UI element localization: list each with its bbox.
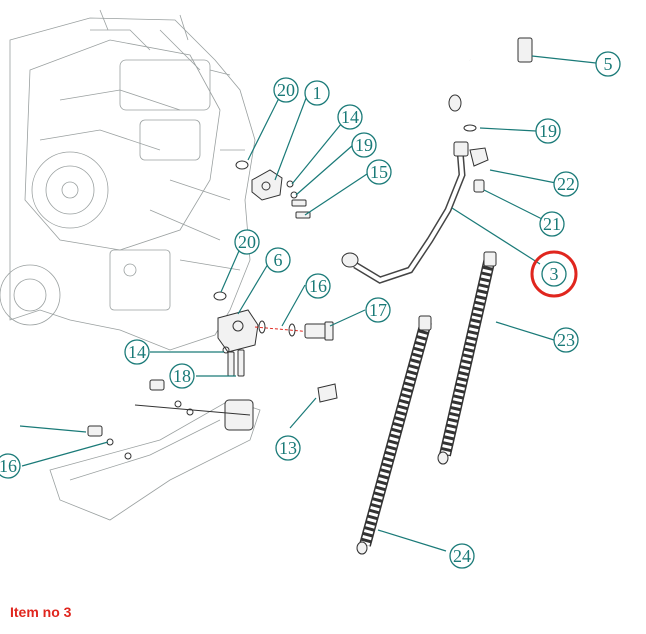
callout-1[interactable]: 1 <box>304 80 330 106</box>
part-3-pipe <box>341 141 469 284</box>
part-18-bolts <box>222 346 245 377</box>
part-19-washer <box>463 124 477 132</box>
svg-text:14: 14 <box>341 107 359 127</box>
svg-text:16: 16 <box>309 276 327 296</box>
part-21-fitting <box>473 179 485 193</box>
callout-15[interactable]: 15 <box>366 159 392 185</box>
callout-21[interactable]: 21 <box>539 211 565 237</box>
part-17-bolt <box>304 321 334 341</box>
callout-17[interactable]: 17 <box>365 297 391 323</box>
callout-23[interactable]: 23 <box>553 327 579 353</box>
svg-text:19: 19 <box>355 135 373 155</box>
svg-text:22: 22 <box>557 174 575 194</box>
svg-text:13: 13 <box>279 438 297 458</box>
callout-5[interactable]: 5 <box>595 51 621 77</box>
svg-text:17: 17 <box>369 300 387 320</box>
svg-text:6: 6 <box>274 250 283 270</box>
callout-14-top[interactable]: 14 <box>337 104 363 130</box>
engine-assembly-drawing <box>0 9 256 351</box>
part-22-clip <box>469 147 489 167</box>
svg-text:15: 15 <box>370 162 388 182</box>
callout-19-top[interactable]: 19 <box>351 132 377 158</box>
callout-13[interactable]: 13 <box>275 435 301 461</box>
callout-20-mid[interactable]: 20 <box>234 229 260 255</box>
svg-text:1: 1 <box>313 83 322 103</box>
part-13-clip <box>317 383 338 403</box>
part-5-pipe <box>448 37 533 112</box>
highlight-ring <box>530 250 578 298</box>
callout-18[interactable]: 18 <box>169 363 195 389</box>
svg-text:18: 18 <box>173 366 191 386</box>
svg-text:3: 3 <box>550 264 559 284</box>
callout-3[interactable]: 3 <box>530 250 578 298</box>
callout-24[interactable]: 24 <box>449 543 475 569</box>
svg-text:20: 20 <box>238 232 256 252</box>
callout-6[interactable]: 6 <box>265 247 291 273</box>
callout-20-top[interactable]: 20 <box>273 77 299 103</box>
part-6-block <box>217 309 259 353</box>
svg-text:20: 20 <box>277 80 295 100</box>
part-16-washer-2 <box>288 323 296 337</box>
lower-bracket-drawing <box>49 399 261 521</box>
svg-text:24: 24 <box>453 546 471 566</box>
leader-lines <box>19 55 597 552</box>
callout-22[interactable]: 22 <box>553 171 579 197</box>
svg-text:21: 21 <box>543 214 561 234</box>
svg-text:5: 5 <box>604 54 613 74</box>
callout-14-lower[interactable]: 14 <box>124 339 150 365</box>
lower-bolts <box>87 379 194 460</box>
assembly-line <box>254 326 313 333</box>
callout-16-mid[interactable]: 16 <box>305 273 331 299</box>
svg-text:16: 16 <box>0 456 17 476</box>
svg-text:19: 19 <box>539 121 557 141</box>
item-number-label: Item no 3 <box>10 604 72 620</box>
exploded-parts-diagram: 5 19 22 21 3 23 24 20 1 14 19 15 20 6 16… <box>0 9 621 569</box>
callout-16-left[interactable]: 16 <box>0 453 21 479</box>
part-24-hose <box>356 315 432 555</box>
svg-text:14: 14 <box>128 342 146 362</box>
part-23-hose <box>437 251 497 465</box>
part-16-washer <box>258 320 266 334</box>
part-20-washer <box>213 291 227 301</box>
svg-text:23: 23 <box>557 330 575 350</box>
callout-19-right[interactable]: 19 <box>535 118 561 144</box>
